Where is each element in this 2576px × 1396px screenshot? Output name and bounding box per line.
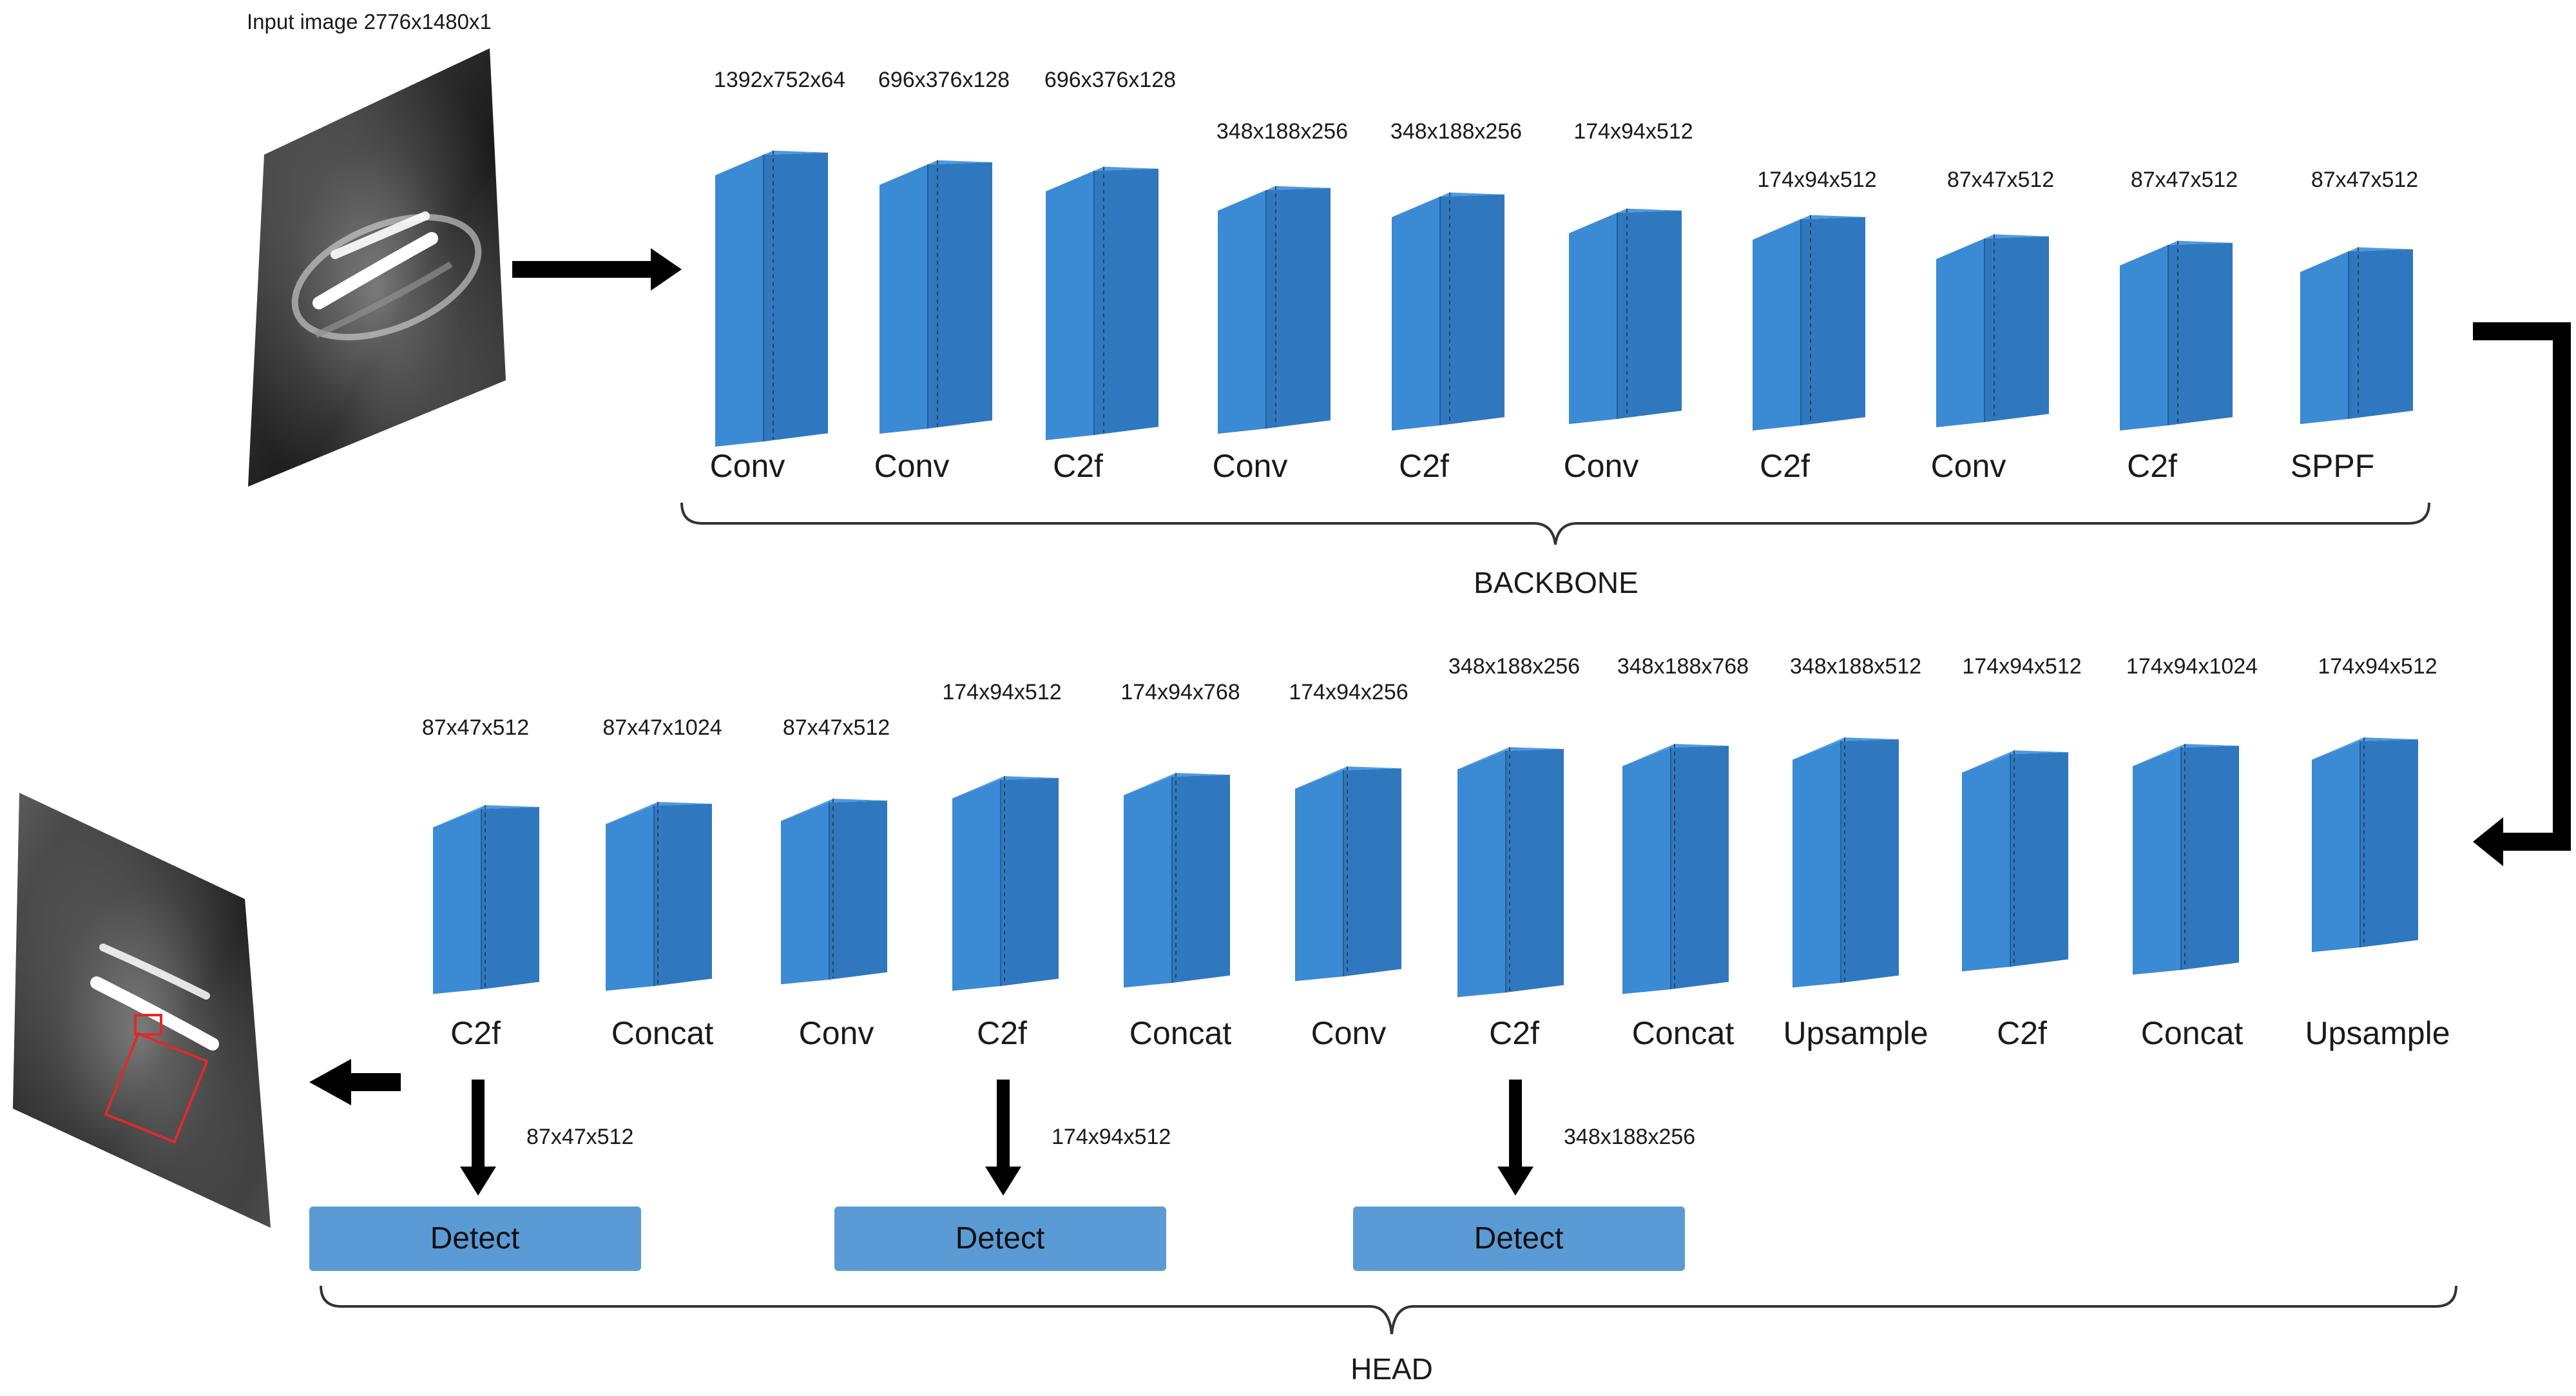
head-block [1622, 744, 1729, 994]
input-xray-icon [248, 48, 506, 487]
backbone-block [1218, 186, 1331, 434]
backbone-layer-label: Conv [1213, 448, 1288, 484]
head-block [1793, 737, 1899, 988]
head-layer-label: Upsample [1783, 1015, 1928, 1051]
backbone-dims: 87x47x512 [2131, 168, 2238, 192]
head-block [2133, 744, 2239, 975]
backbone-layer-label: C2f [2127, 448, 2177, 484]
head-block [1124, 773, 1230, 988]
head-brace [320, 1285, 2457, 1335]
detect-dims: 87x47x512 [526, 1125, 633, 1149]
detect-arrow-shaft [472, 1080, 485, 1170]
head-dims: 174x94x1024 [2126, 654, 2258, 679]
head-dims: 87x47x1024 [602, 715, 722, 740]
head-dims: 174x94x512 [942, 680, 1061, 704]
down-arrow-icon [460, 1167, 496, 1196]
head-dims: 174x94x768 [1120, 680, 1240, 704]
head-dims: 174x94x512 [1962, 654, 2081, 679]
detect-dims: 174x94x512 [1052, 1125, 1171, 1149]
backbone-dims: 1392x752x64 [714, 68, 845, 92]
backbone-layer-label: Conv [874, 448, 950, 484]
backbone-dims: 348x188x256 [1216, 119, 1348, 144]
detect-label: Detect [956, 1221, 1045, 1255]
backbone-layer-label: Conv [1931, 448, 2006, 484]
head-layer-label: Concat [1632, 1015, 1735, 1051]
backbone-block [2300, 247, 2413, 424]
head-layer-label: C2f [1489, 1015, 1539, 1051]
head-layer-label: C2f [1997, 1015, 2047, 1051]
down-arrow-icon [985, 1167, 1021, 1196]
backbone-layer-label: C2f [1399, 448, 1449, 484]
backbone-label: BACKBONE [1474, 566, 1639, 599]
detect-box [834, 1207, 1166, 1271]
backbone-brace [680, 502, 2430, 545]
output-arrow-icon [309, 1059, 401, 1105]
down-arrow-icon [1497, 1167, 1533, 1196]
head-layer-label: C2f [450, 1015, 501, 1051]
backbone-block [1046, 166, 1158, 440]
backbone-block [1936, 234, 2049, 427]
head-layer-label: Concat [2141, 1015, 2244, 1051]
backbone-block [1753, 215, 1865, 431]
backbone-dims: 348x188x256 [1390, 119, 1522, 144]
output-xray-icon [13, 793, 271, 1228]
backbone-dims: 174x94x512 [1573, 119, 1693, 144]
head-layer-label: Concat [611, 1015, 714, 1051]
backbone-block [1569, 208, 1682, 424]
head-block [606, 802, 712, 991]
backbone-block [715, 150, 828, 447]
backbone-dims: 696x376x128 [878, 68, 1010, 92]
backbone-dims: 696x376x128 [1044, 68, 1176, 92]
head-layer-label: Conv [1311, 1015, 1387, 1051]
head-block [781, 799, 887, 985]
backbone-block [2120, 240, 2233, 431]
backbone-layer-label: Conv [710, 448, 785, 484]
head-layer-label: C2f [977, 1015, 1027, 1051]
head-block [433, 805, 539, 994]
detect-arrow-shaft [997, 1080, 1010, 1170]
detect-box [309, 1207, 641, 1271]
input-arrow-icon [512, 248, 682, 291]
backbone-block [1392, 192, 1504, 431]
detect-dims: 348x188x256 [1564, 1125, 1695, 1149]
backbone-dims: 87x47x512 [2311, 168, 2418, 192]
head-dims: 87x47x512 [422, 715, 529, 740]
head-label: HEAD [1350, 1352, 1433, 1386]
head-dims: 174x94x256 [1289, 680, 1408, 704]
head-dims: 348x188x512 [1790, 654, 1921, 679]
input-image-label: Input image 2776x1480x1 [247, 10, 492, 34]
detect-arrow-shaft [1509, 1080, 1522, 1170]
head-layer-label: Concat [1129, 1015, 1232, 1051]
head-block [952, 776, 1059, 991]
detect-label: Detect [1474, 1221, 1564, 1255]
backbone-dims: 87x47x512 [1947, 168, 2054, 192]
backbone-to-head-connector [2473, 322, 2571, 866]
backbone-block [879, 160, 992, 434]
detect-outputs: 87x47x512Detect174x94x512Detect348x188x2… [309, 1080, 1695, 1271]
backbone-layer-label: SPPF [2291, 448, 2375, 484]
head-block [1295, 766, 1401, 982]
head-dims: 348x188x768 [1617, 654, 1749, 679]
backbone-layer-label: C2f [1760, 448, 1810, 484]
head-layer-label: Conv [799, 1015, 874, 1051]
head-block [1457, 747, 1564, 998]
backbone-layer-label: Conv [1564, 448, 1639, 484]
backbone-dims: 174x94x512 [1757, 168, 1876, 192]
head-dims: 348x188x256 [1448, 654, 1580, 679]
head-block [2312, 737, 2418, 953]
detect-label: Detect [430, 1221, 520, 1255]
head-layer-label: Upsample [2305, 1015, 2450, 1051]
head-dims: 87x47x512 [783, 715, 890, 740]
head-block [1962, 750, 2068, 972]
head-dims: 174x94x512 [2318, 654, 2437, 679]
detect-box [1353, 1207, 1685, 1271]
backbone-layer-label: C2f [1053, 448, 1103, 484]
